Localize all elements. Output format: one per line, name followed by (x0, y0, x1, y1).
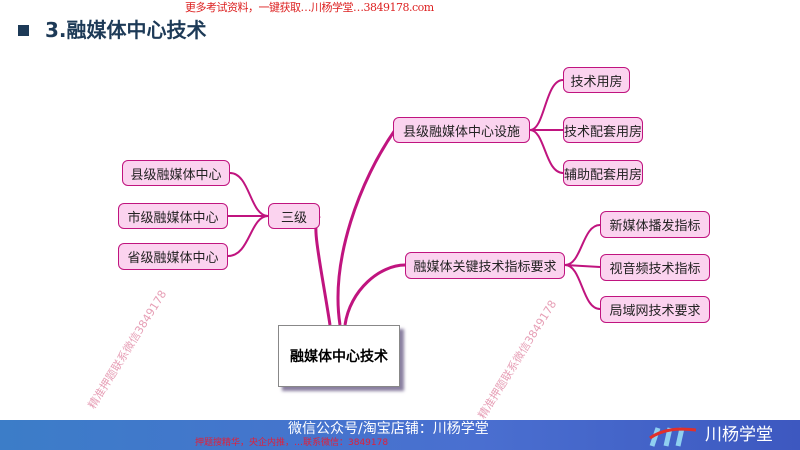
logo-mark-icon (649, 427, 697, 447)
node-aux-room: 辅助配套用房 (563, 160, 643, 186)
node-facility: 县级融媒体中心设施 (393, 117, 530, 143)
branch-three-levels (314, 214, 332, 326)
node-county: 县级融媒体中心 (122, 160, 230, 186)
node-tech-room: 技术用房 (563, 67, 630, 93)
node-three-levels: 三级 (268, 203, 320, 229)
logo-text: 川杨学堂 (705, 425, 773, 445)
footer-red-watermark: 押题搜精华，央企内推，…联系微信：3849178 (195, 438, 389, 448)
node-lan: 局域网技术要求 (600, 296, 710, 323)
node-center: 融媒体中心技术 (278, 325, 400, 387)
footer-bar: 微信公众号/淘宝店铺：川杨学堂 押题搜精华，央企内推，…联系微信：3849178… (0, 420, 800, 450)
node-new-media: 新媒体播发指标 (600, 211, 710, 238)
node-tech-support-room: 技术配套用房 (563, 117, 643, 143)
branch-facility (336, 129, 397, 326)
node-av: 视音频技术指标 (600, 254, 710, 281)
node-province: 省级融媒体中心 (118, 243, 228, 270)
top-watermark-text: 更多考试资料，一键获取…川杨学堂…3849178.com (185, 1, 434, 14)
footer-main-text: 微信公众号/淘宝店铺：川杨学堂 (288, 421, 489, 437)
branch-indicators (343, 263, 406, 326)
node-city: 市级融媒体中心 (118, 203, 228, 229)
bullet-square-icon (18, 24, 29, 36)
title-text: 3.融媒体中心技术 (45, 18, 207, 42)
slide-title: 3.融媒体中心技术 (18, 18, 207, 42)
node-indicators: 融媒体关键技术指标要求 (405, 252, 565, 279)
